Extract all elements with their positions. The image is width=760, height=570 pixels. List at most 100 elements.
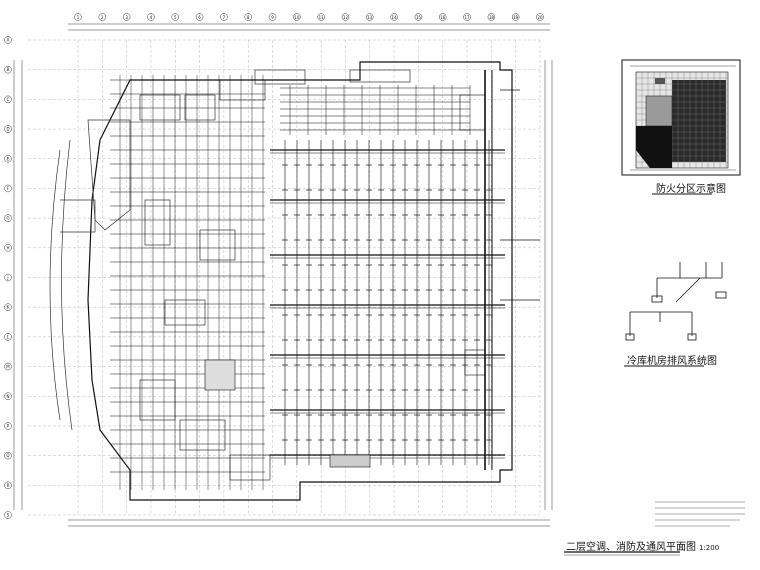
- grid-bubble-row: F: [4, 184, 12, 193]
- svg-text:R: R: [7, 483, 10, 488]
- svg-text:K: K: [7, 305, 10, 310]
- svg-text:19: 19: [513, 15, 519, 20]
- grid-bubble-col: 2: [98, 13, 107, 21]
- svg-text:18: 18: [489, 15, 495, 20]
- grid-bubble-col: 4: [147, 13, 155, 21]
- exhaust-system-diagram: [625, 262, 727, 341]
- grid-bubble-col: 5: [171, 13, 180, 21]
- grid-bubble-col: 10: [293, 13, 301, 21]
- grid-bubble-row: S: [4, 511, 12, 519]
- grid-bubble-row: D: [4, 125, 12, 133]
- notes-block: [655, 501, 745, 527]
- grid-bubble-col: 16: [438, 13, 447, 21]
- equipment-block: [349, 69, 411, 83]
- grid-bubble-col: 1: [74, 13, 82, 21]
- drawing-scale: 1:200: [699, 544, 720, 552]
- grid-bubble-col: 20: [536, 13, 544, 21]
- grid-bubble-row: Q: [4, 451, 12, 460]
- svg-text:15: 15: [416, 15, 422, 20]
- grid-bubble-row: C: [4, 95, 12, 104]
- equipment-block: [144, 199, 171, 246]
- duct-network: [110, 70, 540, 490]
- grid-bubble-col: 8: [244, 13, 252, 21]
- svg-text:1: 1: [77, 15, 80, 20]
- svg-text:9: 9: [271, 15, 274, 20]
- svg-text:E: E: [7, 156, 10, 161]
- grid-bubble-row: E: [4, 155, 12, 163]
- building-outline: [87, 61, 513, 501]
- grid-bubble-row: K: [4, 303, 12, 311]
- grid-bubble-row: H: [4, 244, 12, 252]
- svg-text:M: M: [6, 364, 10, 369]
- equipment-block: [139, 94, 181, 121]
- grid-bubble-row: J: [4, 273, 12, 282]
- svg-text:Q: Q: [6, 453, 9, 458]
- svg-text:16: 16: [440, 15, 446, 20]
- grid-bubble-col: 12: [341, 13, 350, 21]
- equipment-block: [204, 359, 236, 391]
- svg-text:S: S: [7, 513, 10, 518]
- svg-text:2: 2: [101, 15, 104, 20]
- drawing-title-text: 二层空调、消防及通风平面图: [566, 542, 696, 553]
- grid-bubble-row: M: [4, 362, 12, 371]
- grid-bubble-col: 3: [122, 13, 131, 21]
- svg-text:10: 10: [294, 15, 300, 20]
- grid-bubble-row: L: [4, 333, 12, 341]
- svg-text:F: F: [7, 186, 10, 191]
- equipment-block: [179, 419, 226, 451]
- grid-bubble-col: 6: [195, 13, 204, 21]
- equipment-block: [229, 454, 271, 481]
- svg-text:N: N: [7, 394, 10, 399]
- grid-bubble-row: P: [4, 422, 12, 430]
- svg-text:G: G: [6, 216, 9, 221]
- grid-bubble-col: 19: [511, 13, 520, 21]
- grid-bubble-row: G: [4, 214, 12, 222]
- equipment-block: [184, 94, 216, 121]
- svg-text:L: L: [7, 334, 10, 339]
- grid-bubble-row: N: [4, 392, 12, 400]
- grid-bubble-col: 9: [268, 13, 277, 21]
- equipment-block: [219, 79, 266, 101]
- svg-text:C: C: [7, 97, 10, 102]
- fire-zone-diagram: [621, 59, 741, 176]
- svg-text:D: D: [6, 127, 9, 132]
- svg-text:5: 5: [174, 15, 177, 20]
- exhaust-system-title: 冷库机房排风系统图: [627, 356, 717, 367]
- svg-text:4: 4: [150, 15, 153, 20]
- grid-bubble-row: R: [4, 481, 12, 490]
- equipment-block: [199, 229, 236, 261]
- svg-text:14: 14: [392, 15, 398, 20]
- equipment-block: [139, 379, 176, 421]
- grid-bubble-row: B: [4, 65, 12, 74]
- fire-zone-title: 防火分区示意图: [656, 184, 726, 195]
- equipment-block: [329, 454, 371, 468]
- grid-bubble-col: 11: [317, 13, 325, 21]
- grid-bubble-col: 13: [366, 13, 374, 21]
- equipment-block: [164, 299, 206, 326]
- svg-text:H: H: [6, 245, 9, 250]
- svg-text:A: A: [7, 38, 10, 43]
- svg-text:12: 12: [343, 15, 349, 20]
- svg-text:17: 17: [465, 15, 471, 20]
- svg-text:7: 7: [223, 15, 226, 20]
- svg-text:6: 6: [198, 15, 201, 20]
- svg-text:20: 20: [537, 15, 543, 20]
- grid-bubble-col: 7: [220, 13, 228, 21]
- equipment-block: [459, 94, 486, 131]
- equipment-blocks: [139, 69, 486, 481]
- dimension-lines: [13, 23, 553, 527]
- svg-text:B: B: [7, 67, 10, 72]
- title-underline: [564, 551, 680, 556]
- grid-bubble-col: 15: [414, 13, 423, 21]
- grid-bubble-col: 17: [463, 13, 471, 21]
- svg-text:P: P: [7, 423, 10, 428]
- svg-text:J: J: [6, 275, 8, 280]
- grid-bubble-col: 14: [390, 13, 398, 21]
- equipment-block: [464, 349, 486, 376]
- grid-bubble-row: A: [4, 36, 12, 44]
- equipment-block: [254, 69, 306, 85]
- svg-text:13: 13: [367, 15, 373, 20]
- svg-text:8: 8: [247, 15, 250, 20]
